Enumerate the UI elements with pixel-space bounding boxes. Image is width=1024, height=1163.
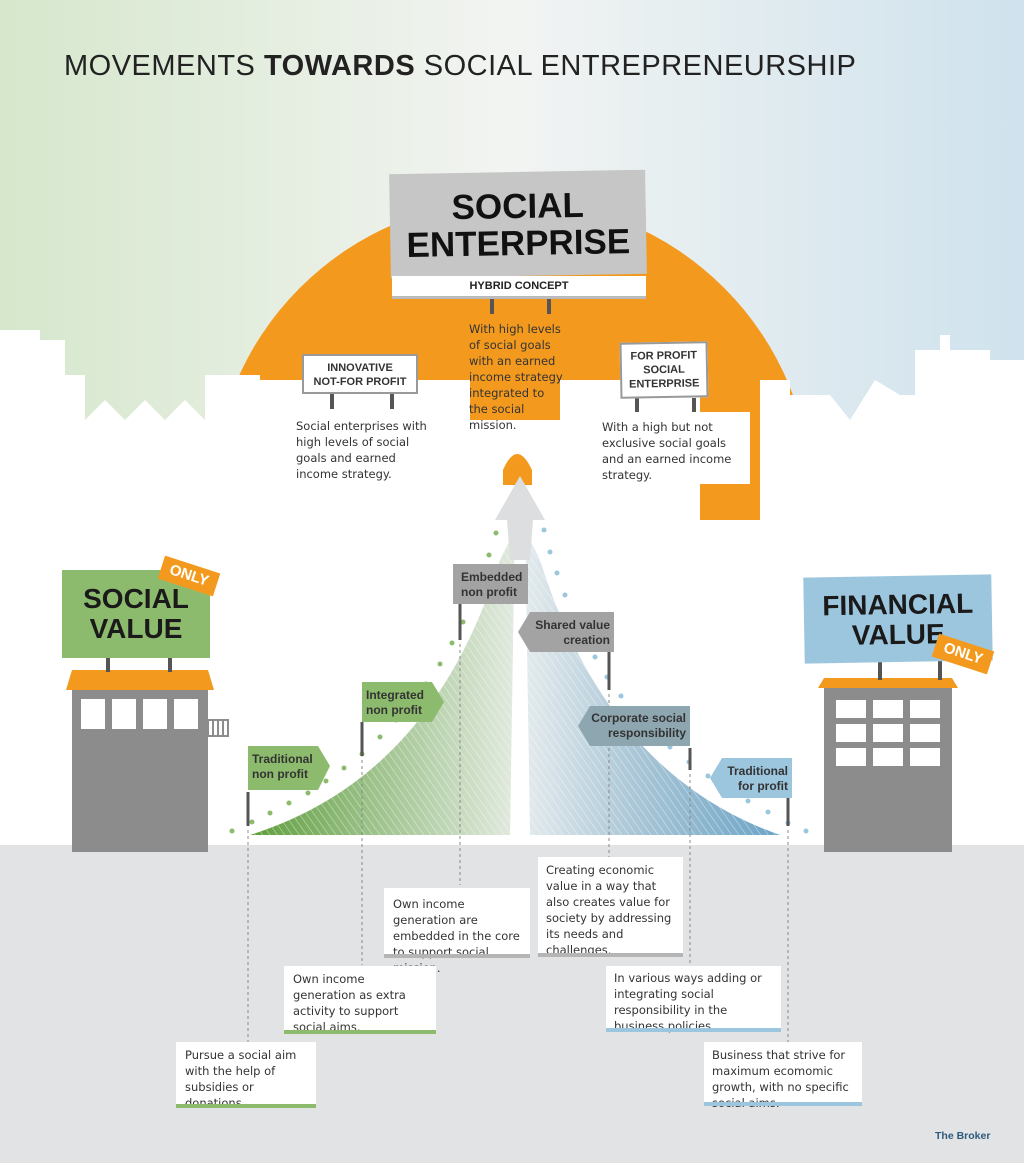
social-enterprise-sign: SOCIAL ENTERPRISE [389, 169, 647, 279]
desc-embedded-np: Own income generation are embedded in th… [384, 888, 530, 975]
se-description: With high levels of social goals with an… [469, 322, 563, 432]
social-value-line2: VALUE [89, 613, 183, 644]
desc-integrated-np-text: Own income generation as extra activity … [293, 972, 406, 1034]
flag-traditional-non-profit [248, 746, 330, 790]
flag-csr-l1: Corporate social [591, 711, 686, 725]
desc-traditional-fp: Business that strive for maximum ecomomi… [704, 1042, 862, 1110]
title-post: SOCIAL ENTREPRENEURSHIP [415, 50, 857, 82]
flag-csr-l2: responsibility [607, 726, 686, 740]
desc-shared-value-text: Creating economic value in a way that al… [546, 863, 672, 957]
flag-sv-l1: Shared value [535, 618, 610, 632]
hybrid-concept-label: HYBRID CONCEPT [392, 276, 646, 299]
desc-csr: In various ways adding or integrating so… [606, 966, 781, 1033]
desc-shared-value: Creating economic value in a way that al… [538, 857, 683, 957]
flag-enp-l1: Embedded [461, 570, 523, 584]
desc-integrated-np: Own income generation as extra activity … [284, 966, 436, 1034]
for-profit-se-sign: FOR PROFIT SOCIAL ENTERPRISE [619, 341, 709, 399]
credit-the-broker: The Broker [935, 1130, 991, 1142]
flag-csr [578, 706, 690, 746]
flag-sv-l2: creation [563, 633, 610, 647]
social-value-line1: SOCIAL [83, 583, 189, 614]
innovative-description: Social enterprises with high levels of s… [286, 410, 440, 486]
desc-csr-text: In various ways adding or integrating so… [614, 971, 762, 1033]
se-line2: ENTERPRISE [406, 222, 631, 265]
fpse-line1: FOR PROFIT [630, 349, 698, 363]
innovative-line1: INNOVATIVE [327, 362, 393, 374]
flag-tnp-l1: Traditional [252, 752, 313, 766]
flag-tnp-l2: non profit [252, 767, 308, 781]
title-pre: MOVEMENTS [64, 50, 264, 82]
se-line1: SOCIAL [451, 185, 585, 228]
flag-integrated-non-profit [362, 682, 444, 722]
title-bold: TOWARDS [263, 50, 416, 82]
fpse-line3: ENTERPRISE [628, 377, 700, 391]
flag-inp-l2: non profit [366, 703, 422, 717]
desc-traditional-np: Pursue a social aim with the help of sub… [176, 1042, 316, 1110]
innovative-sign: INNOVATIVE NOT-FOR PROFIT [302, 354, 418, 394]
page-title: MOVEMENTS TOWARDS SOCIAL ENTREPRENEURSHI… [64, 50, 856, 83]
financial-value-line1: FINANCIAL [822, 587, 974, 622]
flag-traditional-for-profit [710, 758, 792, 798]
flag-embedded-non-profit [453, 564, 528, 604]
flag-inp-l1: Integrated [366, 688, 425, 702]
innovative-line2: NOT-FOR PROFIT [313, 376, 407, 388]
desc-traditional-np-text: Pursue a social aim with the help of sub… [185, 1048, 297, 1110]
fpse-line2: SOCIAL [643, 363, 685, 377]
flag-enp-l2: non profit [461, 585, 517, 599]
social-value-sign: SOCIAL VALUE [62, 570, 210, 658]
for-profit-se-description: With a high but not exclusive social goa… [592, 412, 750, 484]
desc-traditional-fp-text: Business that strive for maximum ecomomi… [712, 1048, 849, 1110]
flag-tfp-l2: for profit [738, 779, 788, 793]
flag-shared-value [518, 612, 614, 652]
flag-tfp-l1: Traditional [727, 764, 788, 778]
